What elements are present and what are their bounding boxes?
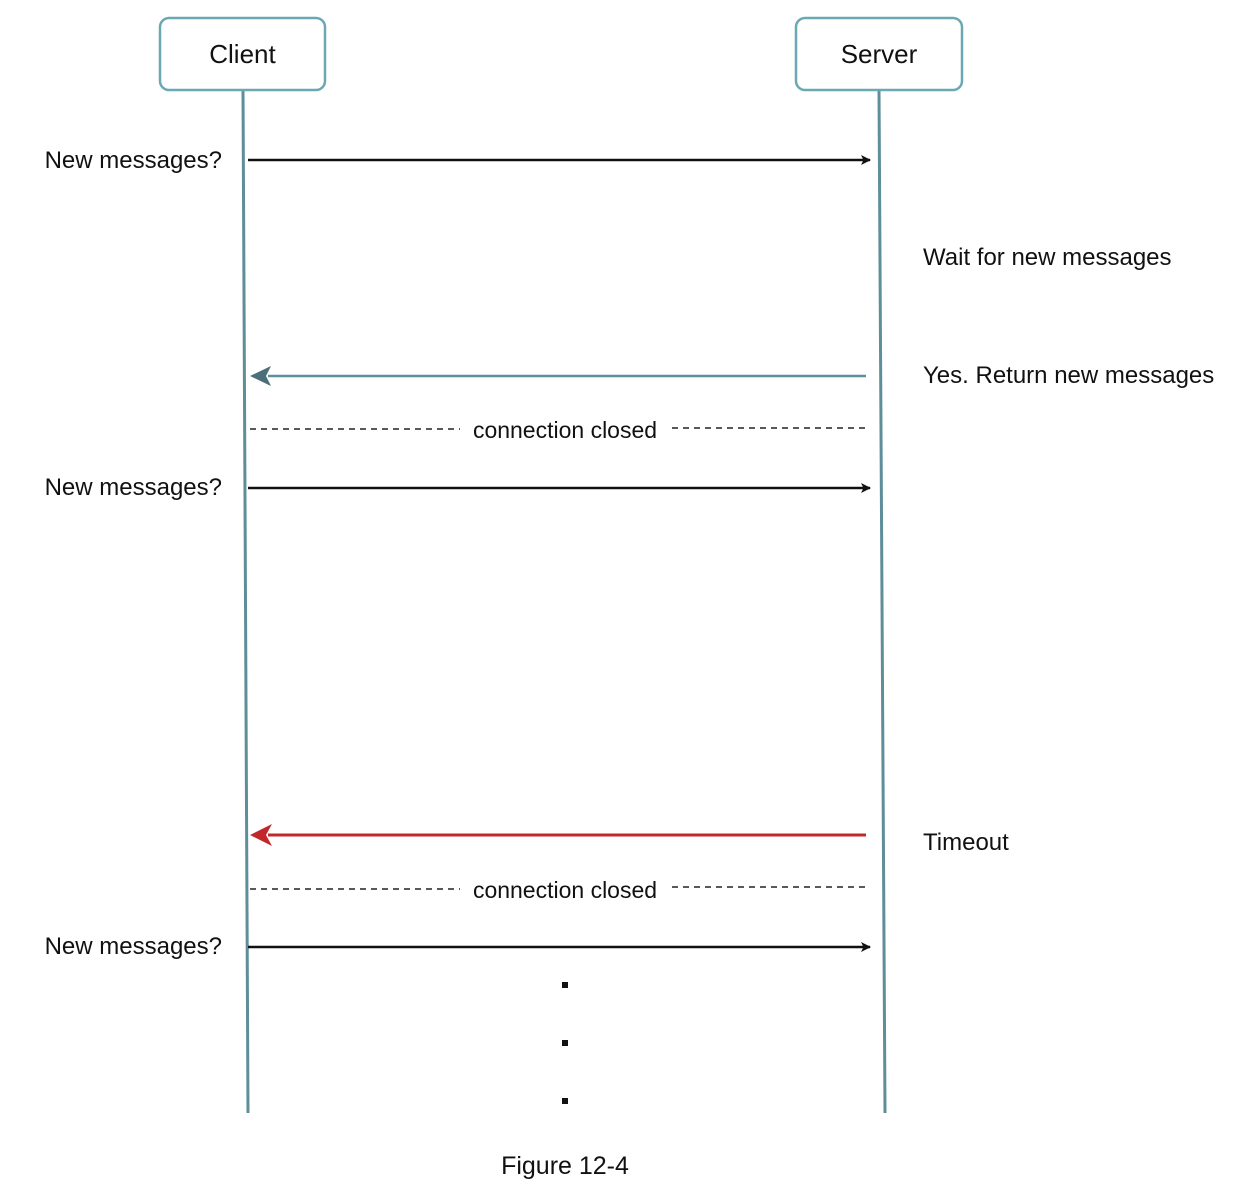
figure-caption: Figure 12-4 [501,1152,629,1180]
server-lifeline [877,89,887,1114]
request-label-2: New messages? [45,474,222,501]
request-label-3: New messages? [45,933,222,960]
request-message-2: New messages? [45,474,871,501]
timeout-label: Timeout [923,829,1009,856]
connection-closed-label-1: connection closed [473,417,657,443]
request-message-3: New messages? [45,933,871,960]
server-participant: Server [794,16,964,92]
client-participant: Client [158,16,327,92]
ellipsis-dot-3 [562,1098,568,1104]
response-message-1: Yes. Return new messages [250,362,1214,389]
client-lifeline [241,89,250,1114]
timeout-message: Timeout [250,824,1009,856]
ellipsis-dot-2 [562,1040,568,1046]
request-label-1: New messages? [45,147,222,174]
response-label-1: Yes. Return new messages [923,362,1214,389]
continuation-ellipsis [562,982,568,1104]
client-label: Client [209,39,276,69]
response-arrowhead-1 [250,366,271,386]
connection-closed-divider-2: connection closed [250,877,866,903]
connection-closed-divider-1: connection closed [250,417,866,443]
server-wait-note: Wait for new messages [923,244,1172,271]
connection-closed-label-2: connection closed [473,877,657,903]
ellipsis-dot-1 [562,982,568,988]
server-label: Server [841,39,918,69]
request-message-1: New messages? [45,147,871,174]
timeout-arrowhead [250,824,272,846]
